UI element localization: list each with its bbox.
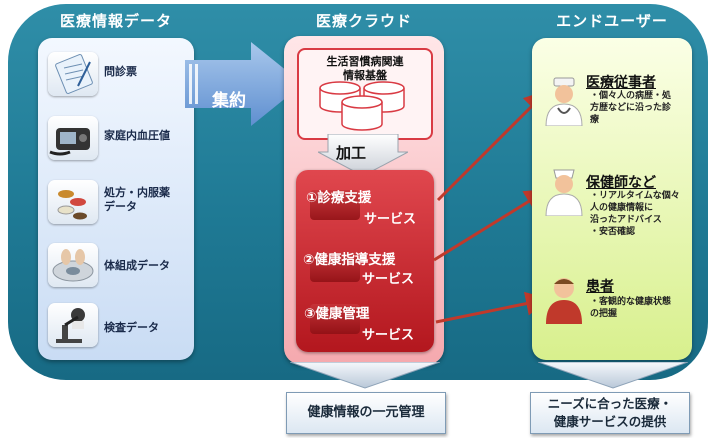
doctor-icon: [545, 77, 583, 126]
service-1-subtitle: サービス: [364, 212, 417, 227]
service-2-title: ②健康指導支援: [303, 252, 396, 268]
connector-to-patient: [435, 291, 550, 324]
body-scale-icon: [48, 243, 98, 287]
connector-to-doctor: [436, 89, 549, 202]
patient-icon: [546, 278, 582, 324]
user-1-description: ・個々人の病歴・処 方歴などに沿った診 療: [590, 91, 672, 125]
center-section-title: 医療クラウド: [315, 12, 412, 30]
data-source-blood-pressure: 家庭内血圧値: [48, 116, 194, 164]
questionnaire-icon: [48, 52, 98, 96]
user-2-description: ・リアルタイムな個々 人の健康情報に 沿ったアドバイス ・安否確認: [590, 191, 680, 237]
bottom-box-right: ニーズに合った医療・ 健康サービスの提供: [530, 392, 690, 434]
data-source-examination: 検査データ: [48, 303, 194, 351]
left-section-title: 医療情報データ: [59, 12, 172, 30]
right-section-title: エンドユーザー: [556, 12, 668, 30]
aggregate-arrow: [185, 42, 303, 126]
service-1-title: ①診療支援: [306, 190, 372, 206]
process-arrow: [318, 134, 408, 176]
data-source-label: 問診票: [104, 65, 137, 78]
service-3-subtitle: サービス: [362, 328, 415, 343]
nurse-icon: [545, 169, 583, 216]
aggregate-label: 集約: [212, 91, 246, 111]
service-thumbnail: [310, 252, 360, 282]
data-source-label: 検査データ: [104, 321, 159, 334]
database-title: 生活習慣病関連 情報基盤: [326, 55, 404, 82]
user-2-title: 保健師など: [586, 175, 656, 191]
connector-to-nurse: [433, 188, 550, 262]
service-3-title: ③健康管理: [304, 306, 370, 322]
data-source-label: 家庭内血圧値: [104, 129, 170, 142]
blood-pressure-monitor-icon: [48, 116, 98, 160]
data-source-body-composition: 体組成データ: [48, 243, 194, 291]
microscope-icon: [48, 303, 98, 347]
services-box: ①診療支援 サービス ②健康指導支援 サービス ③健康管理 サービス: [296, 170, 434, 352]
bottom-arrow-right: [538, 362, 688, 389]
database-icon: [319, 81, 405, 131]
service-2-subtitle: サービス: [362, 272, 415, 287]
user-3-title: 患者: [586, 279, 614, 295]
connector-arrows: [433, 89, 550, 324]
data-sources-panel: 問診票 家庭内血圧値 処方・内服薬 データ 体組成データ 検査データ: [38, 38, 194, 360]
data-source-medicine: 処方・内服薬 データ: [48, 180, 194, 228]
user-1-title: 医療従事者: [586, 75, 656, 91]
data-source-label: 体組成データ: [104, 259, 170, 272]
service-thumbnail: [310, 304, 360, 334]
data-source-questionnaire: 問診票: [48, 52, 194, 100]
process-label: 加工: [336, 144, 367, 162]
data-source-label: 処方・内服薬 データ: [104, 186, 170, 213]
user-3-description: ・客観的な健康状態 の把握: [590, 297, 672, 319]
service-thumbnail: [310, 190, 360, 220]
bottom-arrow-center: [290, 362, 440, 389]
bottom-box-center: 健康情報の一元管理: [286, 392, 446, 434]
end-users-panel: 医療従事者 ・個々人の病歴・処 方歴などに沿った診 療 保健師など ・リアルタイ…: [532, 38, 692, 360]
medicine-pills-icon: [48, 180, 98, 224]
